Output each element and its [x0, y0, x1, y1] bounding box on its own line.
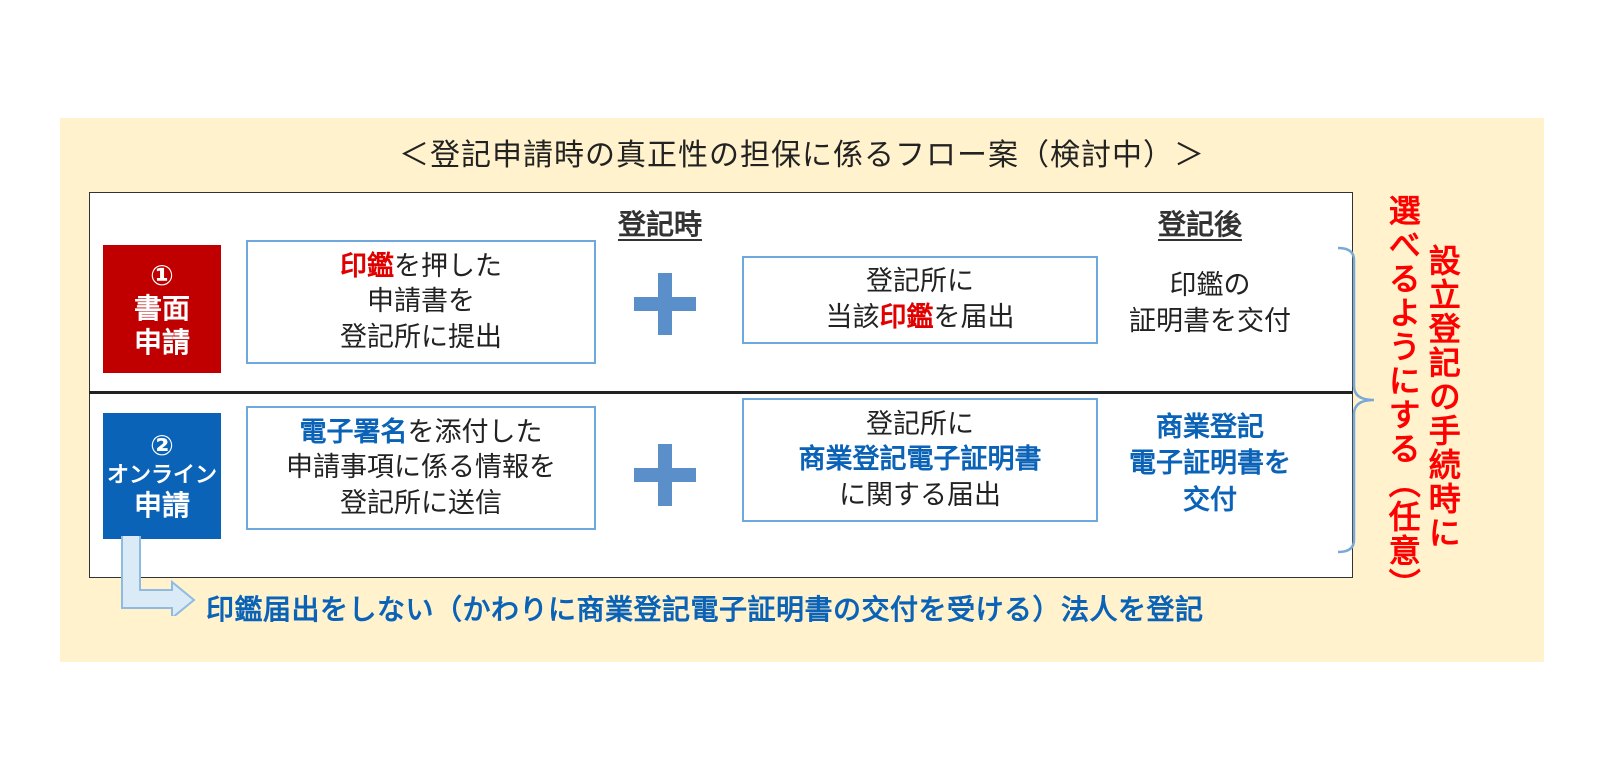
- box-text: 申請書を: [367, 286, 475, 318]
- box-text: を押した: [394, 250, 502, 282]
- badge-online-application: ② オンライン 申請: [103, 413, 221, 539]
- box-seal-registration: 登記所に 当該印鑑を届出: [742, 256, 1098, 344]
- plus-icon: [634, 444, 696, 506]
- box-certificate-notification: 登記所に 商業登記電子証明書 に関する届出: [742, 398, 1098, 522]
- badge-label: 申請: [133, 325, 190, 359]
- side-note-line1: 設立登記の手続時に: [1423, 244, 1462, 550]
- badge-paper-application: ① 書面 申請: [103, 245, 221, 373]
- box-text: 登記所に: [866, 408, 974, 440]
- curly-brace-icon: [1337, 246, 1375, 554]
- highlight-e-certificate: 商業登記電子証明書: [798, 444, 1042, 476]
- box-text: 登記所に: [866, 266, 974, 298]
- box-text: 登記所に提出: [340, 321, 502, 353]
- badge-label: 書面: [133, 292, 190, 326]
- column-header-after-registration: 登記後: [1158, 208, 1243, 241]
- box-text: に関する届出: [839, 479, 1001, 511]
- highlight-seal: 印鑑: [340, 250, 394, 282]
- box-text: 申請事項に係る情報を: [286, 452, 556, 484]
- row-divider: [89, 391, 1353, 394]
- plus-icon: [634, 273, 696, 335]
- after-seal-certificate: 印鑑の 証明書を交付: [1129, 270, 1291, 338]
- highlight-seal: 印鑑: [879, 302, 934, 333]
- box-submit-application: 印鑑を押した 申請書を 登記所に提出: [246, 240, 596, 364]
- badge-label: オンライン: [106, 462, 217, 488]
- badge-number: ②: [150, 429, 174, 463]
- box-send-information: 電子署名を添付した 申請事項に係る情報を 登記所に送信: [246, 406, 596, 530]
- box-text: 当該: [825, 302, 880, 333]
- badge-number: ①: [150, 258, 174, 292]
- side-note-line2: 選べるようにする（任意）: [1383, 194, 1422, 602]
- down-right-arrow-icon: [121, 536, 196, 616]
- bottom-note: 印鑑届出をしない（かわりに商業登記電子証明書の交付を受ける）法人を登記: [206, 593, 1204, 626]
- column-header-at-registration: 登記時: [618, 208, 703, 241]
- badge-label: 申請: [133, 489, 190, 523]
- after-e-certificate: 商業登記 電子証明書を 交付: [1129, 412, 1291, 516]
- box-text: を届出: [933, 302, 1015, 333]
- box-text: を添付した: [407, 416, 543, 448]
- highlight-e-signature: 電子署名: [299, 416, 408, 448]
- box-text: 登記所に送信: [340, 487, 502, 519]
- diagram-title: ＜登記申請時の真正性の担保に係るフロー案（検討中）＞: [399, 138, 1205, 173]
